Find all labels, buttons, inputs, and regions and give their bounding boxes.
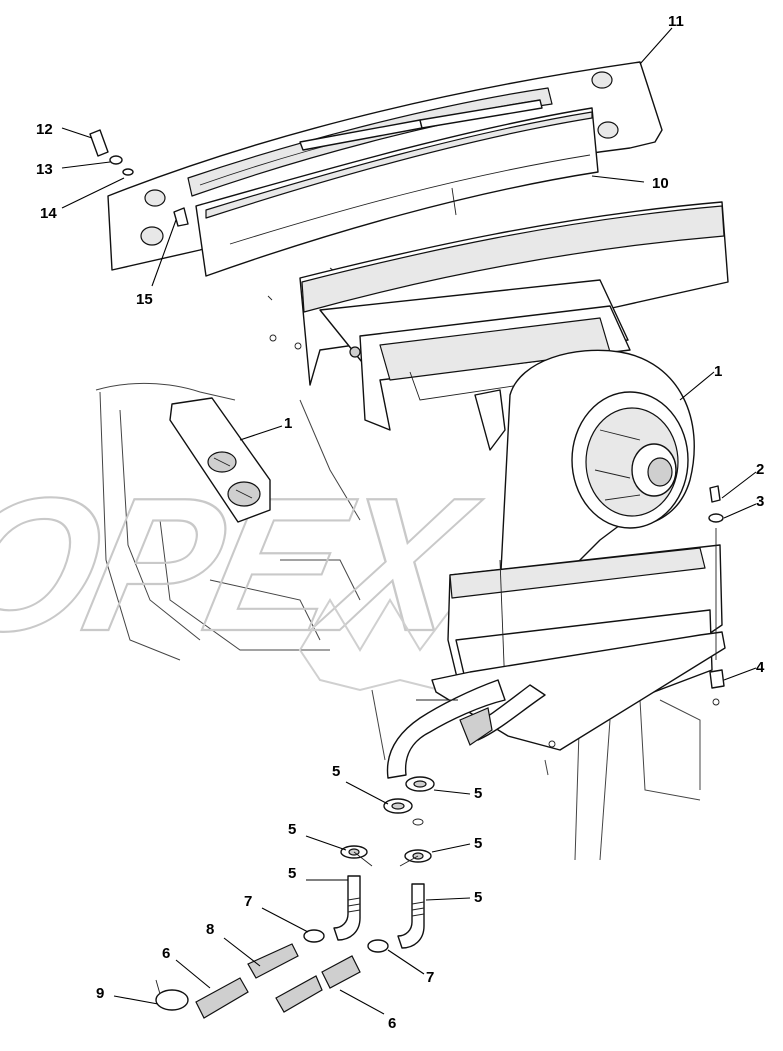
heater-hoses — [386, 679, 546, 779]
callout-9: 9 — [96, 985, 104, 1002]
filter-box-part-10 — [195, 107, 599, 301]
blower-assembly-part-1 — [431, 349, 726, 751]
callout-1-left: 1 — [284, 415, 292, 432]
callout-14: 14 — [40, 205, 57, 222]
callout-2: 2 — [756, 461, 764, 478]
callout-8: 8 — [206, 921, 214, 938]
fittings-part-5 — [333, 776, 435, 949]
callout-11: 11 — [668, 13, 684, 30]
callout-13: 13 — [36, 161, 53, 178]
callout-4: 4 — [756, 659, 765, 676]
callout-15: 15 — [136, 291, 153, 308]
callout-5-a: 5 — [332, 763, 340, 780]
callout-5-e: 5 — [288, 865, 296, 882]
callout-6-b: 6 — [388, 1015, 396, 1032]
callout-10: 10 — [652, 175, 669, 192]
callout-1-right: 1 — [714, 363, 722, 380]
fasteners — [89, 129, 725, 706]
callout-7-a: 7 — [244, 893, 252, 910]
callout-12: 12 — [36, 121, 53, 138]
control-panel-part-1-left — [169, 397, 271, 523]
leader-lines — [61, 27, 757, 1015]
hose-sections — [195, 943, 361, 1019]
callout-3: 3 — [756, 493, 764, 510]
callout-5-c: 5 — [288, 821, 296, 838]
blower-housing-top — [269, 201, 729, 431]
callout-5-b: 5 — [474, 785, 482, 802]
hose-clamps — [155, 929, 389, 1011]
callout-7-b: 7 — [426, 969, 434, 986]
callout-labels: 11 12 13 14 10 15 1 1 2 3 4 5 5 5 5 5 5 … — [36, 13, 765, 1032]
callout-5-d: 5 — [474, 835, 482, 852]
background-dashboard-outline — [95, 382, 701, 861]
callout-6-a: 6 — [162, 945, 170, 962]
callout-5-f: 5 — [474, 889, 482, 906]
